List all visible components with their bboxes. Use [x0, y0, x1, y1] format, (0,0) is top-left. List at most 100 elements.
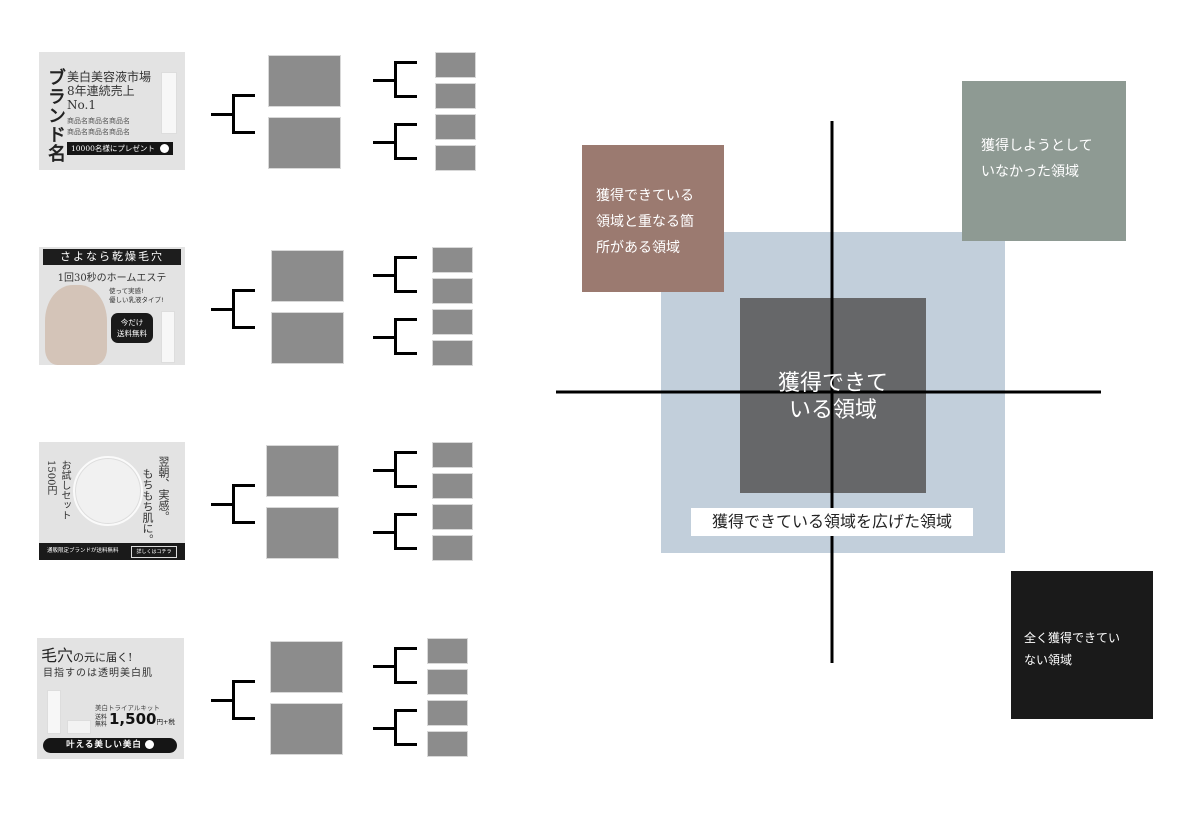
bracket-stem [232, 94, 235, 134]
level2-placeholder-box [432, 442, 473, 468]
level1-placeholder-box [270, 641, 343, 693]
not-acquired-region: 全く獲得できてい ない領域 [1011, 571, 1153, 719]
cta-button[interactable]: 10000名様にプレゼント [67, 142, 173, 155]
bracket-arm-top [395, 647, 417, 650]
model-face-image [45, 285, 107, 365]
banner-footer: 通販限定ブランドが送料無料 詳しくはコチラ [39, 543, 185, 560]
bracket-lead-line [373, 78, 395, 82]
more-button[interactable]: 詳しくはコチラ [131, 546, 177, 558]
cta-label: 10000名様にプレゼント [71, 144, 155, 153]
bracket-arm-top [395, 451, 417, 454]
expanded-region-label: 獲得できている領域を広げた領域 [691, 508, 973, 536]
banner-headline: 毛穴の元に届く! [41, 642, 132, 666]
level2-placeholder-box [435, 145, 476, 171]
level2-placeholder-box [432, 309, 473, 335]
bracket-arm-top [233, 484, 255, 487]
bracket-stem [394, 513, 397, 550]
price-tax: 円+税 [156, 718, 175, 726]
trial-kit-label: 美白トライアルキット [95, 704, 160, 712]
level1-placeholder-box [271, 312, 344, 364]
bracket-lead-line [211, 308, 233, 311]
level1-placeholder-box [268, 55, 341, 107]
label-line: 所がある領域 [596, 240, 680, 256]
level2-placeholder-box [427, 700, 468, 726]
banner-ad-2[interactable]: さよなら乾燥毛穴 1回30秒のホームエステ 使って実感! 優しい乳液タイプ! 今… [39, 247, 185, 365]
bracket-arm-top [395, 318, 417, 321]
bracket-arm-top [233, 289, 255, 292]
product-bottle-image [161, 311, 175, 363]
footer-text: 通販限定ブランドが送料無料 [47, 548, 119, 554]
level2-placeholder-box [427, 669, 468, 695]
bracket-arm-bottom [395, 681, 417, 684]
level2-placeholder-box [432, 278, 473, 304]
label-line: 獲得できて [777, 371, 888, 396]
banner-top-title: さよなら乾燥毛穴 [43, 249, 181, 265]
bracket-lead-line [373, 273, 395, 277]
price-value: 1,500 [109, 710, 157, 728]
trial-set-price: 1500円 [45, 460, 56, 496]
bracket-stem [232, 289, 235, 329]
bracket-arm-bottom [233, 521, 255, 524]
headline-line-1: 美白美容液市場 [67, 70, 152, 84]
bracket-arm-top [395, 513, 417, 516]
level2-placeholder-box [435, 52, 476, 78]
level2-placeholder-box [432, 504, 473, 530]
bracket-stem [394, 709, 397, 746]
bracket-stem [394, 451, 397, 488]
level2-placeholder-box [427, 731, 468, 757]
level2-placeholder-box [432, 340, 473, 366]
level2-placeholder-box [435, 83, 476, 109]
banner-subheadline: 目指すのは透明美白肌 [43, 668, 153, 679]
overlap-region-label: 獲得できている 領域と重なる箇 所がある領域 [596, 183, 694, 261]
bracket-arm-bottom [233, 326, 255, 329]
bracket-lead-line [373, 468, 395, 472]
bracket-arm-bottom [233, 131, 255, 134]
bracket-arm-bottom [395, 290, 417, 293]
trial-set-label: お試しセット [59, 460, 70, 520]
not-targeted-region: 獲得しようとして いなかった領域 [962, 81, 1126, 241]
cta-button[interactable]: 叶える美しい美白 [43, 738, 177, 753]
bracket-arm-bottom [395, 157, 417, 160]
banner-ad-3[interactable]: 翌朝、実感。 もちもち肌に。 お試しセット 1500円 通販限定ブランドが送料無… [39, 442, 185, 560]
level2-placeholder-box [432, 473, 473, 499]
handwritten-note: 使って実感! 優しい乳液タイプ! [109, 287, 164, 305]
overlap-region: 獲得できている 領域と重なる箇 所がある領域 [582, 145, 724, 292]
bracket-stem [394, 256, 397, 293]
label-line: いる領域 [788, 398, 877, 423]
speech-bubble: 今だけ 送料無料 [111, 313, 153, 343]
label-line: 獲得しようとして [981, 138, 1093, 154]
banner-subtitle: 1回30秒のホームエステ [57, 273, 167, 284]
level1-placeholder-box [266, 445, 339, 497]
bracket-arm-bottom [395, 352, 417, 355]
label-line: 全く獲得できてい [1024, 631, 1121, 645]
bracket-lead-line [211, 113, 233, 116]
bracket-stem [394, 318, 397, 355]
bubble-line-2: 送料無料 [117, 329, 147, 338]
product-line-1: 商品名商品名商品名 [67, 117, 130, 125]
bracket-arm-top [233, 94, 255, 97]
headline-line-2: 8年連続売上 [67, 84, 135, 98]
level2-placeholder-box [432, 535, 473, 561]
bracket-lead-line [373, 664, 395, 668]
bracket-stem [232, 484, 235, 524]
vertical-copy-2: もちもち肌に。 [141, 468, 154, 545]
bracket-arm-bottom [395, 743, 417, 746]
banner-ad-1[interactable]: ブランド名 美白美容液市場 8年連続売上 No.1 商品名商品名商品名 商品名商… [39, 52, 185, 170]
bracket-stem [394, 123, 397, 160]
bracket-arm-bottom [395, 547, 417, 550]
bracket-stem [394, 647, 397, 684]
banner-ad-4[interactable]: 毛穴の元に届く! 目指すのは透明美白肌 美白トライアルキット 送料無料 1,50… [37, 638, 184, 759]
level1-placeholder-box [268, 117, 341, 169]
level2-placeholder-box [432, 247, 473, 273]
cta-label: 叶える美しい美白 [66, 740, 142, 750]
level1-placeholder-box [266, 507, 339, 559]
bracket-lead-line [211, 503, 233, 506]
level2-placeholder-box [435, 114, 476, 140]
headline-big: 毛穴 [41, 646, 74, 665]
bubble-line-1: 今だけ [120, 318, 144, 327]
vertical-copy-1: 翌朝、実感。 [157, 456, 170, 522]
price: 1,500円+税 [109, 710, 175, 728]
product-jar-image [67, 720, 91, 734]
product-bottle-image [47, 690, 61, 734]
